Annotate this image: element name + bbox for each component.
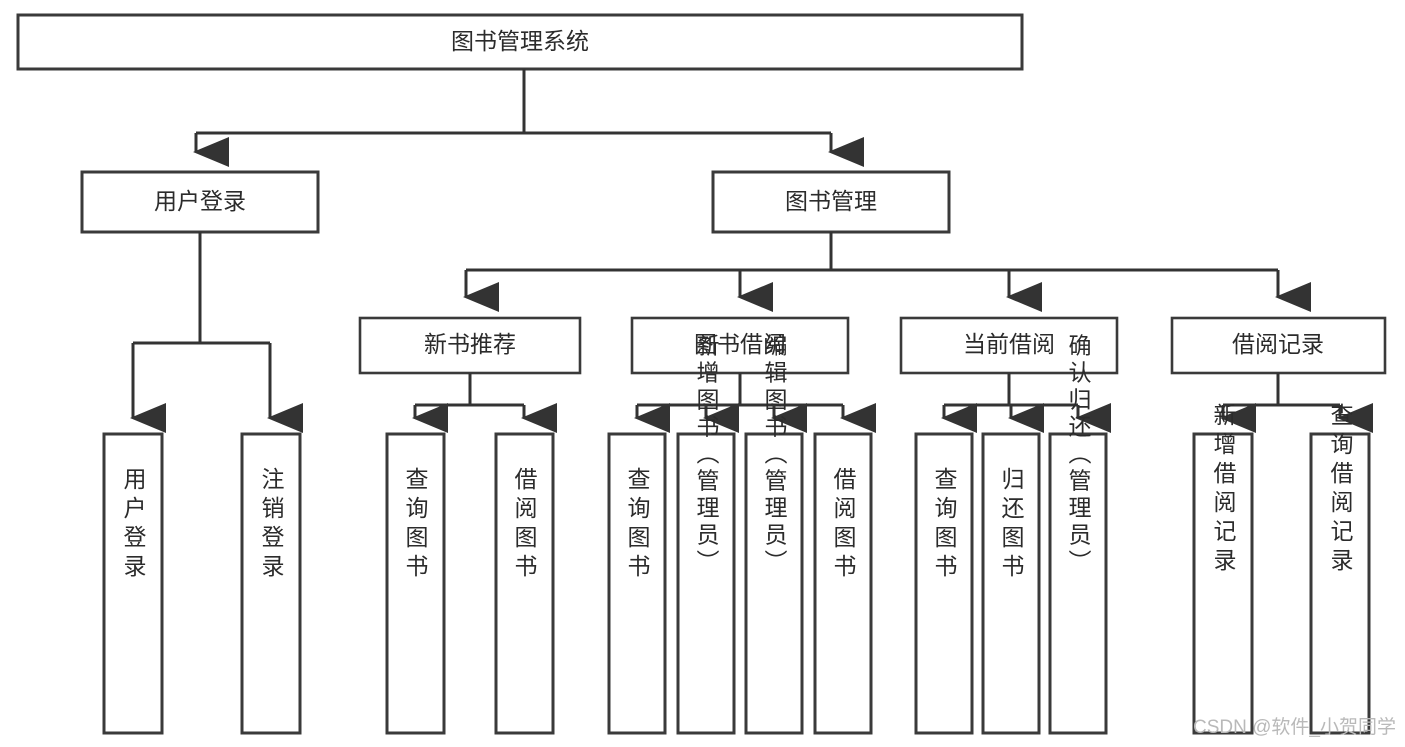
node-leaf-borrow-book-1-box	[494, 432, 555, 735]
node-user-login[interactable]: 用户登录	[80, 170, 320, 234]
node-leaf-add-book[interactable]: 新增图书（管理员）	[676, 334, 736, 735]
node-borrow-record[interactable]: 借阅记录	[1170, 316, 1387, 375]
node-leaf-user-login[interactable]: 用户登录	[102, 432, 164, 735]
node-leaf-edit-book-box	[744, 432, 804, 735]
node-leaf-return-book-box	[981, 432, 1041, 735]
node-leaf-query-book-1[interactable]: 查询图书	[385, 432, 446, 735]
node-new-book-recommend[interactable]: 新书推荐	[358, 316, 582, 375]
node-leaf-borrow-book-2-label: 借阅图书	[830, 467, 857, 583]
node-leaf-query-book-3-box	[914, 432, 974, 735]
node-leaf-add-record-label: 新增借阅记录	[1210, 403, 1237, 577]
node-leaf-query-book-2[interactable]: 查询图书	[607, 432, 667, 735]
node-leaf-query-record-box	[1309, 432, 1371, 735]
node-leaf-borrow-book-1[interactable]: 借阅图书	[494, 432, 555, 735]
node-user-login-label: 用户登录	[154, 188, 246, 214]
node-book-borrow-box	[630, 316, 850, 375]
node-new-book-recommend-box	[358, 316, 582, 375]
node-leaf-user-login-label: 用户登录	[120, 467, 147, 583]
node-leaf-confirm-return[interactable]: 确认归还（管理员）	[1048, 334, 1108, 735]
node-leaf-confirm-return-label: 确认归还（管理员）	[1065, 334, 1092, 577]
node-leaf-logout[interactable]: 注销登录	[240, 432, 302, 735]
node-current-borrow-box	[899, 316, 1119, 375]
node-leaf-borrow-book-2-box	[813, 432, 873, 735]
node-leaf-edit-book-label: 编辑图书（管理员）	[761, 334, 788, 577]
csdn-watermark: CSDN @软件_小贺同学	[1193, 716, 1396, 738]
node-leaf-borrow-book-1-label: 借阅图书	[511, 467, 538, 583]
node-leaf-add-record[interactable]: 新增借阅记录	[1192, 403, 1254, 735]
node-leaf-return-book[interactable]: 归还图书	[981, 432, 1041, 735]
node-current-borrow[interactable]: 当前借阅	[899, 316, 1119, 375]
node-leaf-query-book-1-box	[385, 432, 446, 735]
node-borrow-record-box	[1170, 316, 1387, 375]
node-leaf-confirm-return-box	[1048, 432, 1108, 735]
node-root-box	[16, 13, 1024, 71]
node-leaf-query-book-2-label: 查询图书	[624, 467, 651, 583]
node-book-borrow[interactable]: 图书借阅	[630, 316, 850, 375]
node-leaf-logout-box	[240, 432, 302, 735]
node-book-management-label: 图书管理	[785, 188, 877, 214]
node-leaf-query-book-1-label: 查询图书	[402, 467, 429, 583]
node-leaf-query-book-3[interactable]: 查询图书	[914, 432, 974, 735]
node-root[interactable]: 图书管理系统	[16, 13, 1024, 71]
node-root-label: 图书管理系统	[451, 28, 589, 54]
node-leaf-query-book-2-box	[607, 432, 667, 735]
node-leaf-return-book-label: 归还图书	[998, 467, 1025, 583]
node-leaf-add-record-box	[1192, 432, 1254, 735]
node-current-borrow-label: 当前借阅	[963, 331, 1055, 357]
node-book-borrow-label: 图书借阅	[694, 331, 786, 357]
node-leaf-user-login-box	[102, 432, 164, 735]
node-leaf-add-book-box	[676, 432, 736, 735]
node-leaf-logout-label: 注销登录	[258, 467, 285, 583]
node-leaf-add-book-label: 新增图书（管理员）	[693, 334, 720, 577]
node-new-book-recommend-label: 新书推荐	[424, 331, 516, 357]
node-leaf-query-record-label: 查询借阅记录	[1327, 403, 1354, 577]
node-leaf-query-record[interactable]: 查询借阅记录	[1309, 403, 1371, 735]
node-leaf-query-book-3-label: 查询图书	[931, 467, 958, 583]
node-book-management-box	[711, 170, 951, 234]
node-leaf-borrow-book-2[interactable]: 借阅图书	[813, 432, 873, 735]
node-borrow-record-label: 借阅记录	[1232, 331, 1324, 357]
node-leaf-edit-book[interactable]: 编辑图书（管理员）	[744, 334, 804, 735]
node-book-management[interactable]: 图书管理	[711, 170, 951, 234]
